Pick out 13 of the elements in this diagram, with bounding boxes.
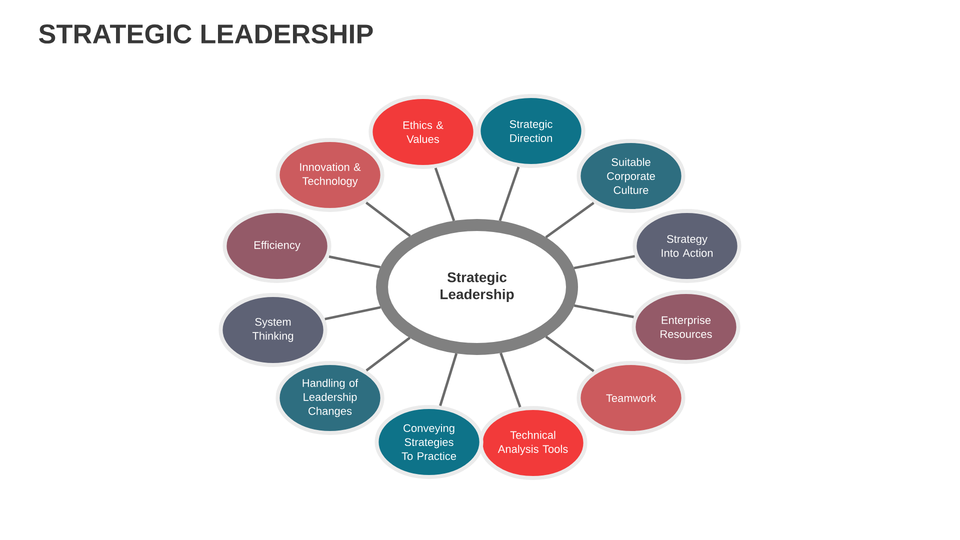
connector-line	[324, 306, 381, 320]
connector-line	[328, 255, 381, 268]
title: STRATEGIC LEADERSHIP	[39, 24, 373, 44]
connector-line	[500, 352, 522, 408]
connector-line	[574, 304, 634, 318]
connector-line	[366, 336, 411, 372]
connector-line	[434, 168, 456, 222]
connector-line	[498, 166, 520, 222]
connector-line	[365, 202, 411, 238]
connector-line	[574, 254, 636, 270]
connector-line	[545, 336, 594, 372]
connector-line	[439, 353, 458, 406]
connector-line	[545, 202, 594, 238]
